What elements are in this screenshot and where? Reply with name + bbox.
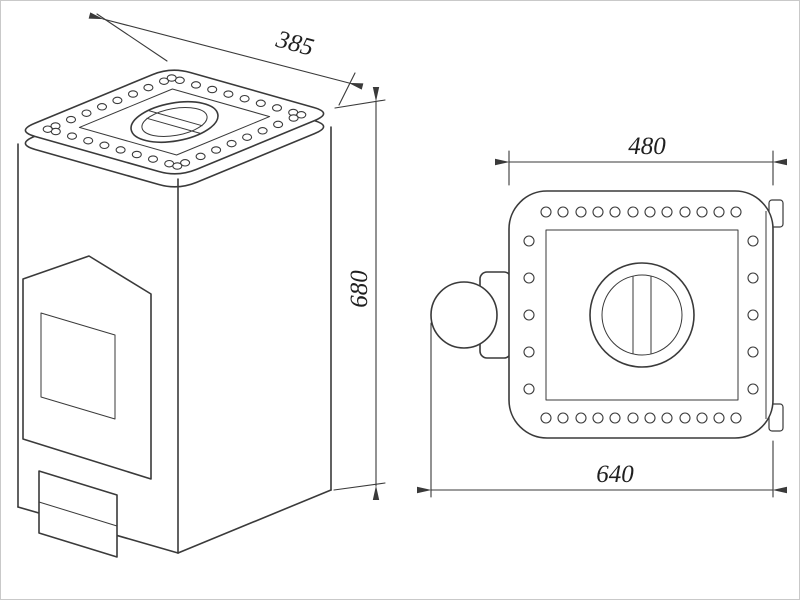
fire-door [22,255,152,480]
plate-opening-outline [78,88,271,156]
dimension-plate-width-480: 480 [495,133,787,186]
lid-handle-top [632,276,652,354]
top-plate-flat [508,190,774,439]
door-window [40,312,116,420]
lid-outer-ring-top [589,262,695,368]
pipe-assembly [430,271,512,359]
perspective-view: 385 680 [17,12,386,558]
dim-label-depth: 385 [272,26,316,62]
top-view: 480 640 [417,133,787,498]
ash-drawer [38,470,118,558]
lid-outer-ring [130,100,219,144]
lid-handle [146,110,203,134]
stove-lid-top-view [589,262,695,368]
lid-inner-ring-top [601,274,683,356]
stove-lid [130,100,219,144]
dim-label-plate-width: 480 [628,133,666,160]
dimension-overall-width-640: 640 [417,322,787,498]
dimension-height-680: 680 [333,87,386,500]
dim-label-overall-width: 640 [596,461,634,488]
lid-inner-ring [141,107,208,137]
plate-bolt-holes-top-view [523,206,759,424]
dim-label-height: 680 [346,270,373,308]
plate-opening-outline-top [545,229,739,401]
chimney-pipe [430,281,498,349]
